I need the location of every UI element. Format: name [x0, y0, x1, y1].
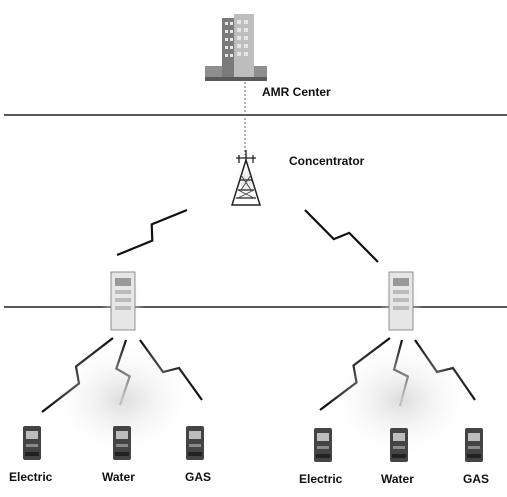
wireless-lightning-icon [116, 208, 188, 257]
meter-label-gas: GAS [463, 472, 490, 486]
collector-unit-icon [101, 266, 145, 334]
utility-meter-icon [390, 428, 408, 462]
meter-label-water: Water [102, 470, 135, 484]
concentrator-label: Concentrator [289, 154, 365, 168]
antenna-tower-icon [230, 150, 262, 206]
utility-meter-icon [465, 428, 483, 462]
utility-meter-icon [186, 426, 204, 460]
wireless-lightning-icon [304, 209, 379, 263]
meter-label-electric: Electric [9, 470, 53, 484]
utility-meter-icon [113, 426, 131, 460]
collector-unit-icon [379, 266, 423, 334]
office-building-icon [205, 14, 267, 81]
utility-meter-icon [314, 428, 332, 462]
meter-label-electric: Electric [299, 472, 343, 486]
amr-center-label: AMR Center [262, 85, 331, 99]
utility-meter-icon [23, 426, 41, 460]
meter-label-water: Water [381, 472, 414, 486]
meter-label-gas: GAS [185, 470, 212, 484]
